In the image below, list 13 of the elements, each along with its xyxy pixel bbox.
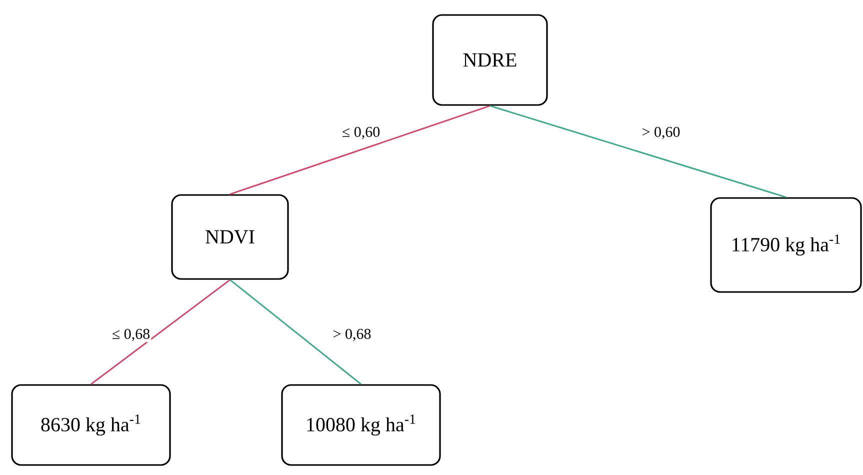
branch-line bbox=[90, 279, 230, 385]
edge-label: > 0,68 bbox=[332, 328, 372, 342]
edge-label: ≤ 0,60 bbox=[340, 126, 382, 140]
tree-node-box: NDRE bbox=[432, 14, 548, 106]
tree-node-box: 11790 kg ha$^{-1}$ bbox=[710, 197, 862, 293]
branch-line bbox=[230, 279, 362, 385]
edge-label: > 0,60 bbox=[640, 126, 682, 140]
tree-node-box: 8630 kg ha$^{-1}$ bbox=[11, 384, 171, 466]
branch-line bbox=[490, 105, 786, 198]
branch-line bbox=[230, 105, 490, 195]
edge-label: ≤ 0,68 bbox=[110, 328, 152, 342]
tree-node-box: NDVI bbox=[171, 194, 289, 280]
tree-node-box: 10080 kg ha$^{-1}$ bbox=[281, 384, 441, 466]
